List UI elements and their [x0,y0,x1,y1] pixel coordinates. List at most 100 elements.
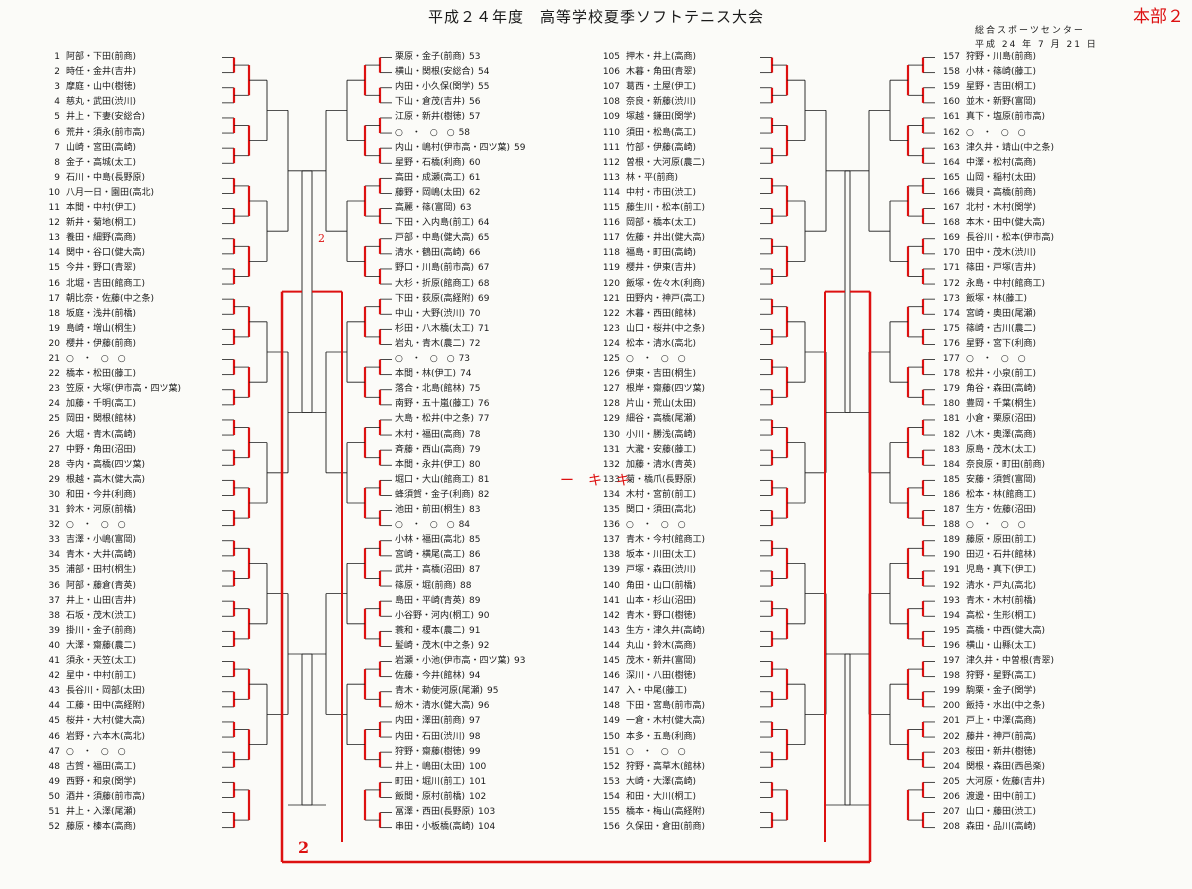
entry-number: 104 [478,822,496,833]
entry-pair-name: 狩野・川島(前商) [966,52,1037,62]
entry-pair-name: 石川・中島(長野原) [66,172,146,183]
entry-pair-name: ○ ・ ○ ○ [66,520,126,531]
entry-number: 187 [942,505,960,515]
entry-row: 大島・松井(中之条)77 [395,412,502,426]
entry-number: 116 [602,218,620,229]
entry-number: 97 [469,716,481,727]
entry-number: 54 [478,67,490,78]
entry-row: ○ ・ ○ ○58 [395,126,483,140]
entry-pair-name: 駒栗・金子(関学) [966,686,1037,697]
entry-number: 81 [478,474,490,485]
entry-number: 181 [942,414,960,425]
entry-pair-name: ○ ・ ○ ○ [626,520,686,531]
entry-pair-name: 奈良原・町田(前商) [966,459,1046,470]
entry-number: 89 [469,595,481,606]
entry-number: 73 [458,354,471,364]
entry-pair-name: 井上・山田(吉井) [66,595,137,606]
entry-number: 198 [942,671,960,682]
entry-row: 136○ ・ ○ ○ [600,518,686,532]
entry-pair-name: 栗原・金子(前商) [395,52,466,62]
entry-pair-name: 戸塚・森田(渋川) [626,565,697,576]
entry-number: 174 [942,308,960,319]
entry-row: 狩野・齋藤(樹徳)99 [395,745,493,759]
entry-pair-name: 松井・小泉(前工) [966,369,1037,380]
entry-number: 21 [48,354,60,364]
entry-pair-name: 高田・成瀬(高工) [395,172,466,183]
entry-row: 本間・永井(伊工)80 [395,458,493,472]
entry-number: 111 [602,142,620,153]
entry-row: 木村・福田(高商)78 [395,428,493,442]
entry-number: 170 [942,248,960,259]
entry-number: 52 [48,822,60,833]
entry-pair-name: 本間・林(伊工) [395,369,457,380]
entry-number: 203 [942,746,960,757]
entry-number: 160 [942,97,960,108]
entry-pair-name: 宮崎・奥田(尾瀬) [966,308,1037,319]
entry-number: 8 [54,157,60,168]
entry-number: 159 [942,82,960,93]
entry-pair-name: 橋本・松田(藤工) [66,369,137,380]
entry-number: 59 [514,142,526,153]
entry-pair-name: 櫻井・伊東(吉井) [626,263,697,274]
entry-row: 江原・新井(樹徳)57 [395,110,493,124]
entry-pair-name: 井上・嶋田(太田) [395,761,466,772]
entry-number: 172 [942,278,960,289]
entry-number: 10 [48,187,60,198]
entry-number: 157 [942,52,960,62]
entry-number: 107 [602,82,620,93]
entry-pair-name: 青木・勅使河原(尾瀬) [395,686,484,697]
entry-pair-name: 片山・荒山(太田) [626,399,697,410]
entry-pair-name: 長谷川・松本(伊市高) [966,233,1055,244]
entry-pair-name: 高松・生形(桐工) [966,610,1037,621]
entry-pair-name: 真下・塩原(前市高) [966,112,1046,123]
entry-number: 53 [469,52,481,62]
entry-number: 70 [469,308,481,319]
entry-number: 35 [48,565,60,576]
entry-pair-name: ○ ・ ○ ○ [966,127,1026,138]
entry-number: 175 [942,323,960,334]
entry-pair-name: 山口・藤田(渋工) [966,807,1037,817]
entry-pair-name: 藤原・原田(前工) [966,535,1037,546]
entry-number: 31 [48,505,60,515]
entry-number: 120 [602,278,620,289]
entry-pair-name: 福島・町田(高崎) [626,248,697,259]
entry-number: 11 [48,203,60,213]
entry-row: 戸部・中島(健大高)65 [395,231,502,245]
entry-pair-name: 山本・杉山(沼田) [626,595,697,606]
entry-number: 132 [602,459,620,470]
entry-number: 29 [48,474,60,485]
entry-pair-name: 角田・山口(前橋) [626,580,697,591]
entry-pair-name: 飯塚・林(藤工) [966,293,1028,304]
entry-pair-name: 山岡・稲村(太田) [966,172,1037,183]
entry-pair-name: 木暮・西田(館林) [626,308,697,319]
entry-number: 51 [48,807,60,817]
entry-number: 55 [478,82,490,93]
entry-pair-name: 阿部・下田(前商) [66,52,137,62]
